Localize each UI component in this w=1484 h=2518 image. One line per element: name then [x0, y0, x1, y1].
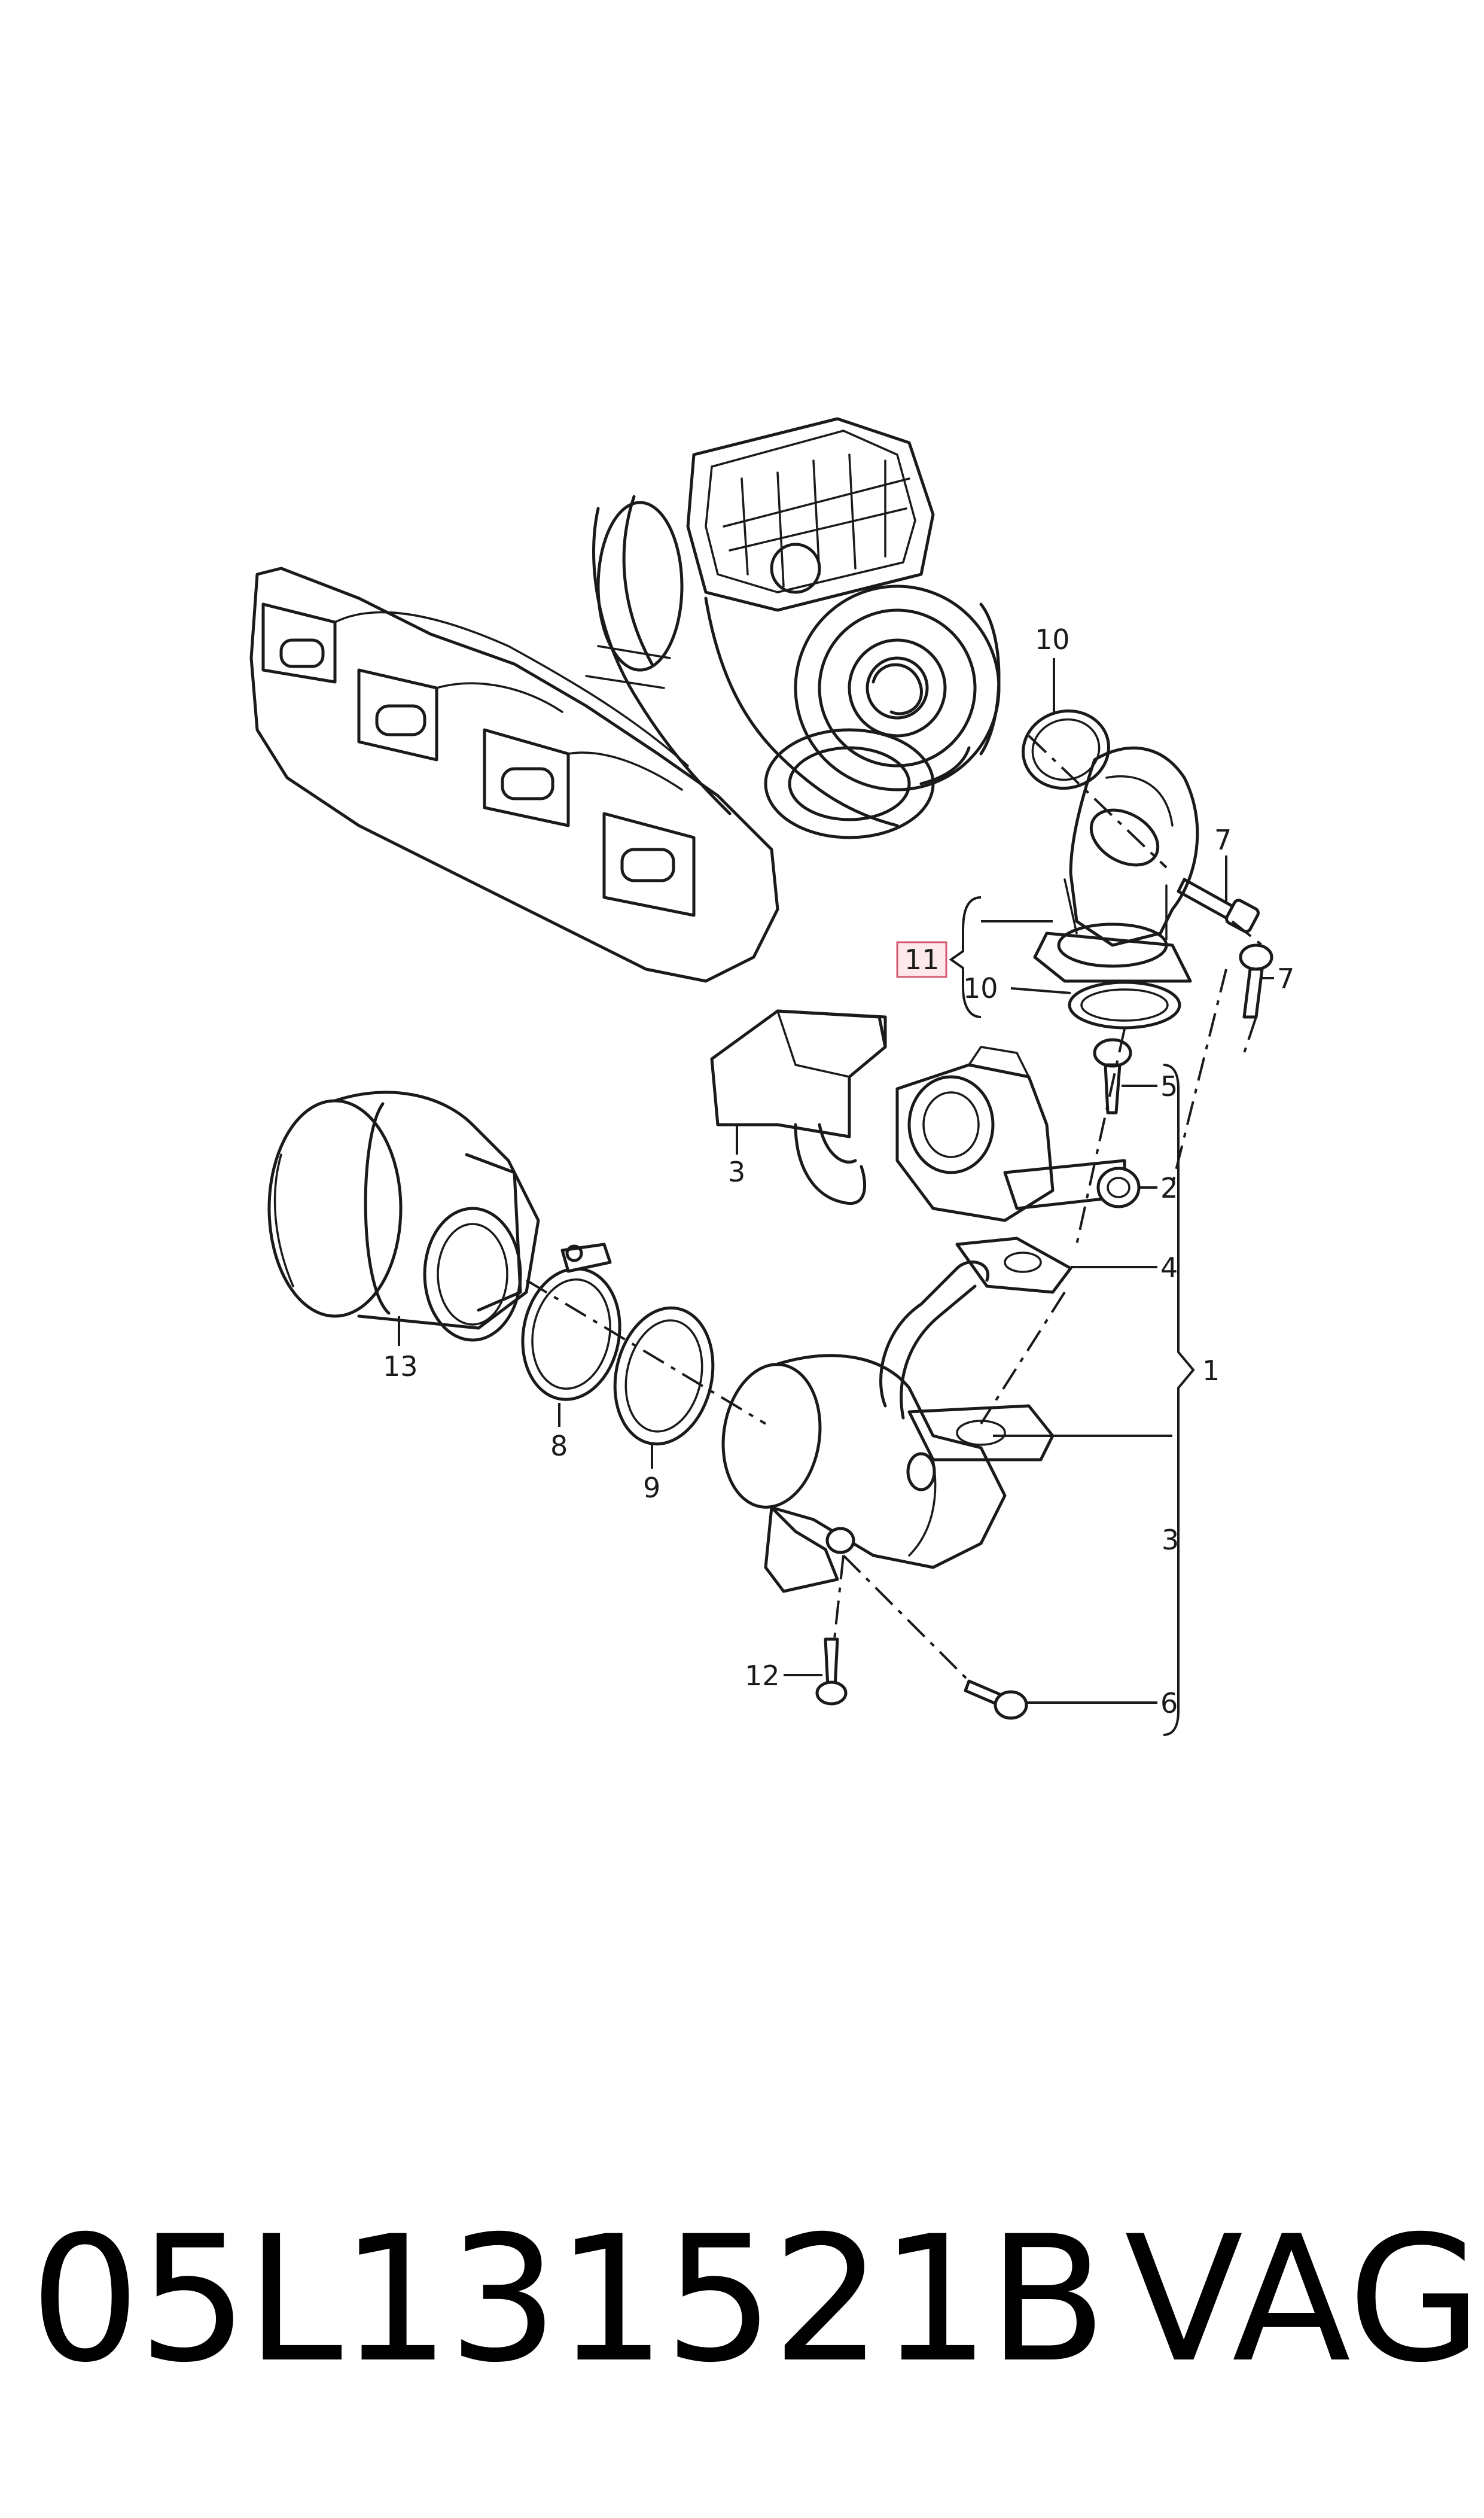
callout-7-upper: 7 [1214, 824, 1232, 856]
callout-4: 4 [1160, 1252, 1178, 1284]
heat-shield [710, 1009, 887, 1205]
catalytic-converter [267, 1091, 540, 1342]
connecting-pipe-elbow [1033, 746, 1199, 983]
gasket-ring-lower [1068, 981, 1181, 1030]
flat-gasket [955, 1237, 1072, 1294]
callout-12: 12 [745, 1660, 780, 1692]
bolt-six [964, 1679, 1028, 1720]
bolt-five [1093, 1038, 1132, 1115]
highlight-box-part-11 [896, 941, 947, 978]
callout-labels: 10 7 11 10 7 5 2 4 1 3 6 3 12 13 8 9 [383, 623, 1294, 1719]
v-band-clamp [521, 1243, 621, 1401]
bolt-upper-right [1177, 878, 1260, 933]
callout-2: 2 [1160, 1172, 1178, 1204]
turbocharger-assembly [585, 417, 1001, 839]
callout-8: 8 [550, 1430, 568, 1462]
seal-ring [613, 1306, 715, 1446]
exhaust-manifold [249, 567, 779, 983]
callout-9: 9 [643, 1472, 660, 1504]
assembly-axes [525, 735, 1263, 1682]
part-number-label: 05L131521B [30, 2199, 1107, 2401]
callout-11: 11 [904, 943, 940, 976]
callout-1: 1 [1202, 1354, 1220, 1387]
callout-10-lower: 10 [963, 972, 998, 1004]
bolt-twelve [815, 1637, 848, 1706]
leader-lines [398, 658, 1274, 1736]
outlet-pipe-housing [721, 1260, 1055, 1593]
callout-3-right: 3 [1162, 1524, 1179, 1556]
callout-10-upper: 10 [1035, 623, 1070, 656]
callout-7-right: 7 [1277, 963, 1294, 995]
gasket-ring-upper [1022, 709, 1110, 790]
callout-5: 5 [1160, 1070, 1178, 1103]
bolt-right [1239, 943, 1273, 1019]
callout-13: 13 [383, 1350, 418, 1383]
brand-label: VAG [1125, 2199, 1482, 2401]
callout-3-left: 3 [728, 1156, 745, 1188]
callout-6: 6 [1160, 1687, 1178, 1719]
actuator-valve [895, 1046, 1141, 1222]
